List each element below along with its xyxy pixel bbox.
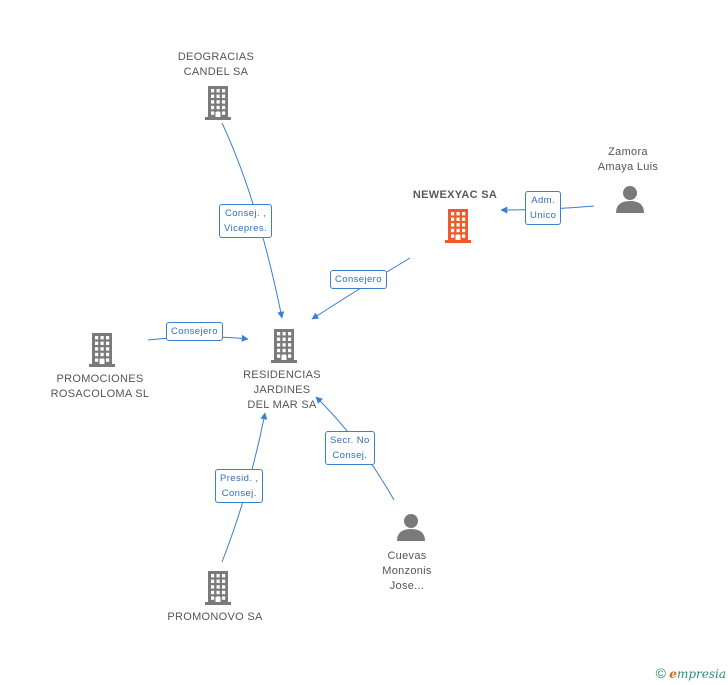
- building-icon[interactable]: [271, 329, 297, 363]
- edge-zamora_newexyac-line: Adm.: [531, 195, 556, 206]
- person-icon[interactable]: [397, 514, 425, 541]
- edge-promonovo_residencias-line: Consej.: [221, 488, 257, 499]
- node-residencias-line: DEL MAR SA: [247, 399, 317, 411]
- building-icon[interactable]: [89, 333, 115, 367]
- edge-label-promonovo-residencias[interactable]: Presid. , Consej.: [215, 469, 264, 503]
- node-label-promociones[interactable]: PROMOCIONES ROSACOLOMA SL: [40, 372, 160, 402]
- node-residencias-line: JARDINES: [253, 384, 311, 396]
- edge-zamora_newexyac-line: Unico: [530, 210, 557, 221]
- node-deogracias-line: CANDEL SA: [183, 66, 249, 78]
- node-cuevas-line: Monzonis: [382, 565, 432, 577]
- edge-deogracias_residencias-line: Consej. ,: [224, 208, 267, 219]
- edge-newexyac_residencias-line: Consejero: [335, 274, 382, 285]
- empresia-logo: empresia: [669, 667, 726, 681]
- node-zamora-line: Zamora: [608, 146, 648, 158]
- building-icon[interactable]: [445, 209, 471, 243]
- edge-cuevas_residencias-line: Secr. No: [330, 435, 370, 446]
- node-zamora-line: Amaya Luis: [597, 161, 659, 173]
- edge-label-newexyac-residencias[interactable]: Consejero: [330, 270, 387, 289]
- node-promonovo-line: PROMONOVO SA: [167, 611, 263, 623]
- copyright-symbol: ©: [655, 665, 666, 681]
- node-label-deogracias[interactable]: DEOGRACIAS CANDEL SA: [166, 50, 266, 80]
- edge-label-cuevas-residencias[interactable]: Secr. No Consej.: [325, 431, 375, 465]
- edge-label-zamora-newexyac[interactable]: Adm. Unico: [525, 191, 562, 225]
- node-cuevas-line: Jose...: [389, 580, 425, 592]
- node-promociones-line: ROSACOLOMA SL: [50, 388, 150, 400]
- edge-label-deogracias-residencias[interactable]: Consej. , Vicepres.: [219, 204, 273, 238]
- node-promociones-line: PROMOCIONES: [56, 373, 144, 385]
- node-label-residencias[interactable]: RESIDENCIAS JARDINES DEL MAR SA: [232, 368, 332, 413]
- node-residencias-line: RESIDENCIAS: [243, 369, 321, 381]
- copyright-footer: © empresia: [656, 665, 726, 681]
- edge-deogracias_residencias-line: Vicepres.: [224, 223, 268, 234]
- building-icon[interactable]: [205, 86, 231, 120]
- node-label-promonovo[interactable]: PROMONOVO SA: [160, 610, 270, 625]
- icons-layer: [89, 86, 644, 605]
- edge-cuevas_residencias-line: Consej.: [332, 450, 368, 461]
- node-cuevas-line: Cuevas: [387, 550, 427, 562]
- building-icon[interactable]: [205, 571, 231, 605]
- edge-promonovo_residencias-line: Presid. ,: [220, 473, 259, 484]
- node-deogracias-line: DEOGRACIAS: [177, 51, 255, 63]
- edge-label-promociones-residencias[interactable]: Consejero: [166, 322, 223, 341]
- edge-promociones_residencias-line: Consejero: [171, 326, 218, 337]
- node-newexyac-line: NEWEXYAC SA: [412, 189, 498, 201]
- node-label-newexyac[interactable]: NEWEXYAC SA: [400, 188, 510, 203]
- person-icon[interactable]: [616, 186, 644, 213]
